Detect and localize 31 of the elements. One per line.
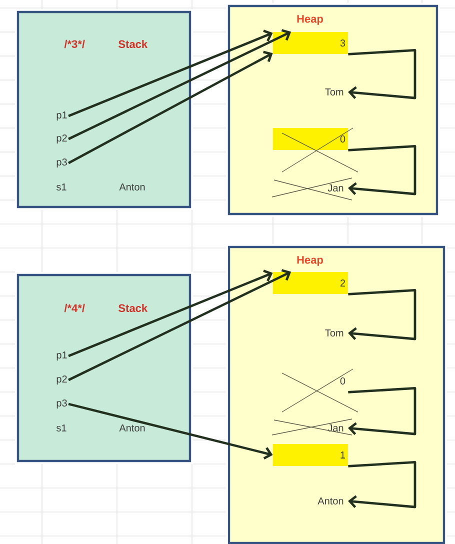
variable-name: p2 bbox=[56, 375, 67, 385]
string-value: Anton bbox=[318, 498, 344, 504]
arrow bbox=[68, 30, 273, 118]
arrow bbox=[68, 402, 273, 460]
arrow bbox=[68, 50, 273, 164]
arrow bbox=[348, 387, 416, 436]
variable-name: s1 bbox=[56, 424, 66, 432]
reference-count-cell: 1 bbox=[273, 444, 348, 466]
string-value: Tom bbox=[325, 88, 344, 96]
string-value: Anton bbox=[119, 424, 145, 432]
arrow bbox=[348, 461, 416, 508]
reference-count: 0 bbox=[340, 377, 346, 385]
arrow bbox=[68, 270, 273, 358]
variable-name: p3 bbox=[56, 399, 67, 409]
string-value: Anton bbox=[119, 184, 145, 190]
variable-name: p1 bbox=[56, 112, 67, 120]
variable-name: p2 bbox=[56, 134, 67, 144]
variable-name: p3 bbox=[56, 158, 67, 168]
arrow bbox=[348, 145, 416, 196]
arrow bbox=[68, 29, 292, 140]
reference-count-cell: 3 bbox=[273, 32, 348, 54]
string-value: Jan bbox=[328, 184, 344, 192]
reference-count-cell: 2 bbox=[273, 272, 348, 294]
string-value: Tom bbox=[325, 330, 344, 336]
reference-count-cell: 0 bbox=[273, 128, 348, 150]
variable-name: s1 bbox=[56, 184, 66, 190]
string-value: Jan bbox=[328, 424, 344, 432]
arrow bbox=[348, 49, 416, 100]
arrow bbox=[68, 269, 292, 382]
variable-name: p1 bbox=[56, 352, 67, 360]
arrow bbox=[348, 289, 416, 340]
